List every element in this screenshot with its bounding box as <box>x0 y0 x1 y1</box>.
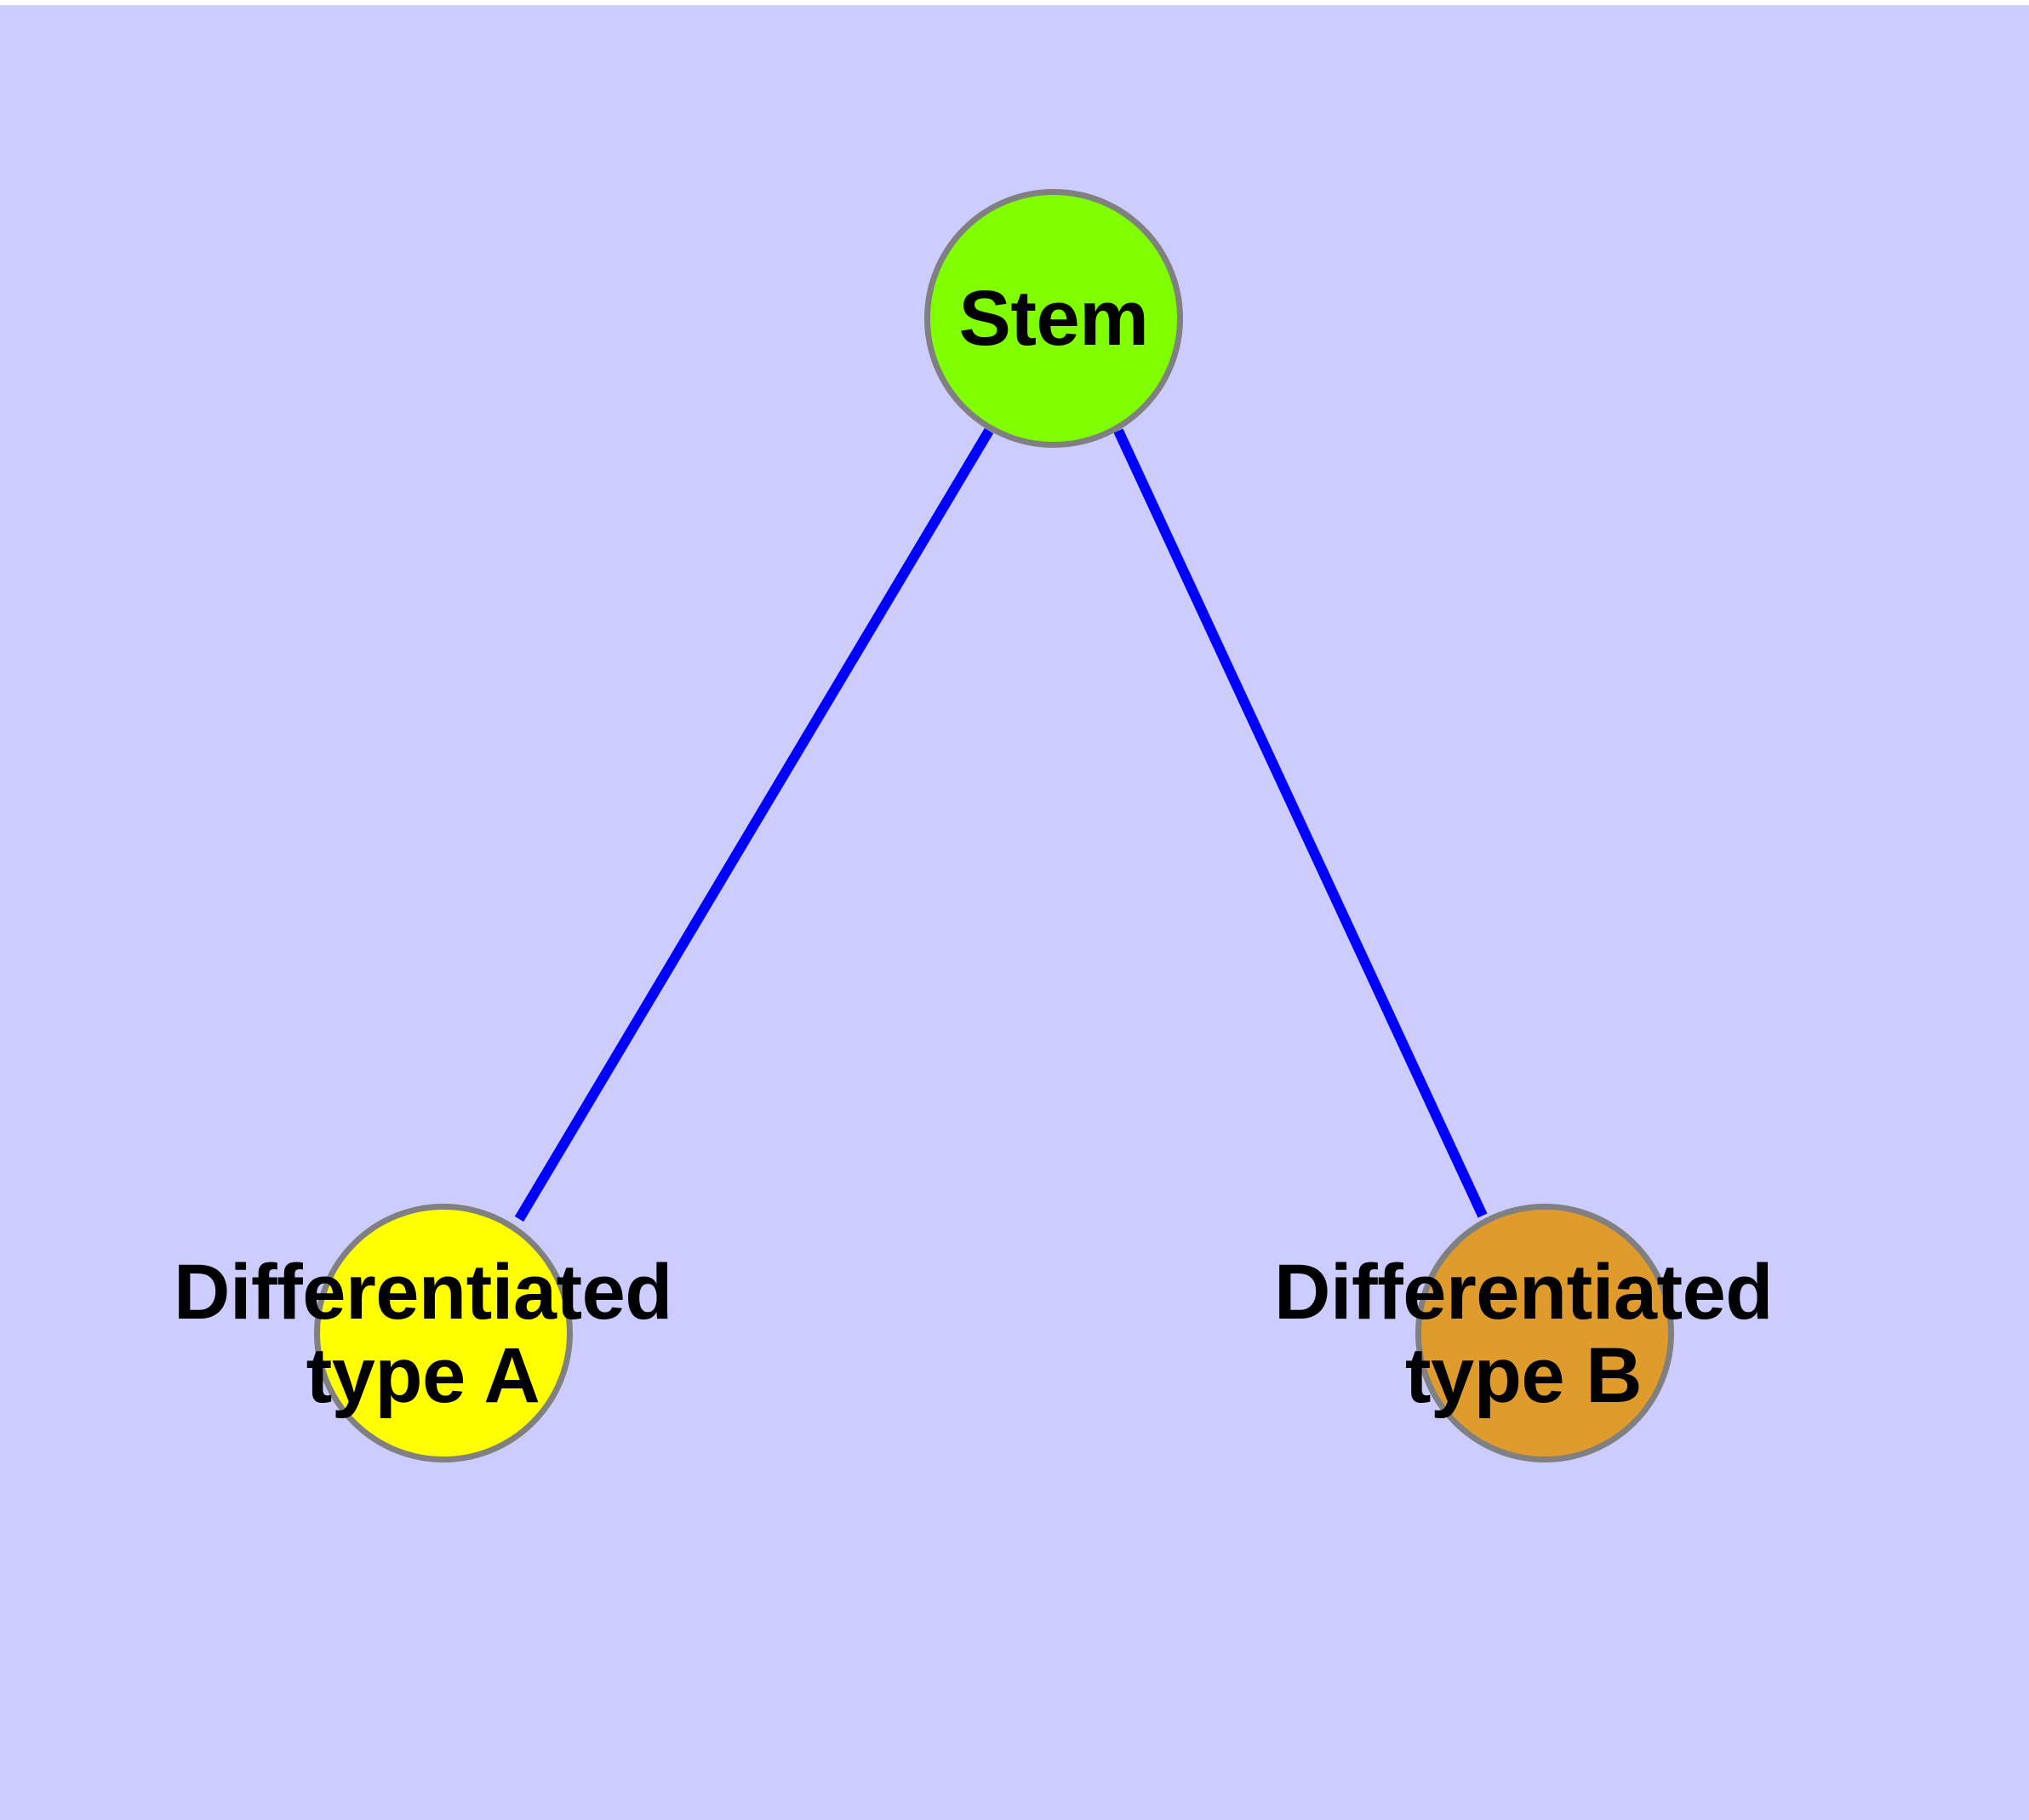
edge-layer <box>514 427 1488 1222</box>
node-differentiated-type-a[interactable] <box>314 1204 573 1462</box>
node-stem[interactable] <box>924 189 1183 448</box>
node-differentiated-type-b[interactable] <box>1415 1204 1674 1462</box>
edge-stem-to-type-a[interactable] <box>514 427 994 1222</box>
edge-stem-to-type-b[interactable] <box>1113 428 1488 1218</box>
node-layer <box>314 189 1674 1462</box>
